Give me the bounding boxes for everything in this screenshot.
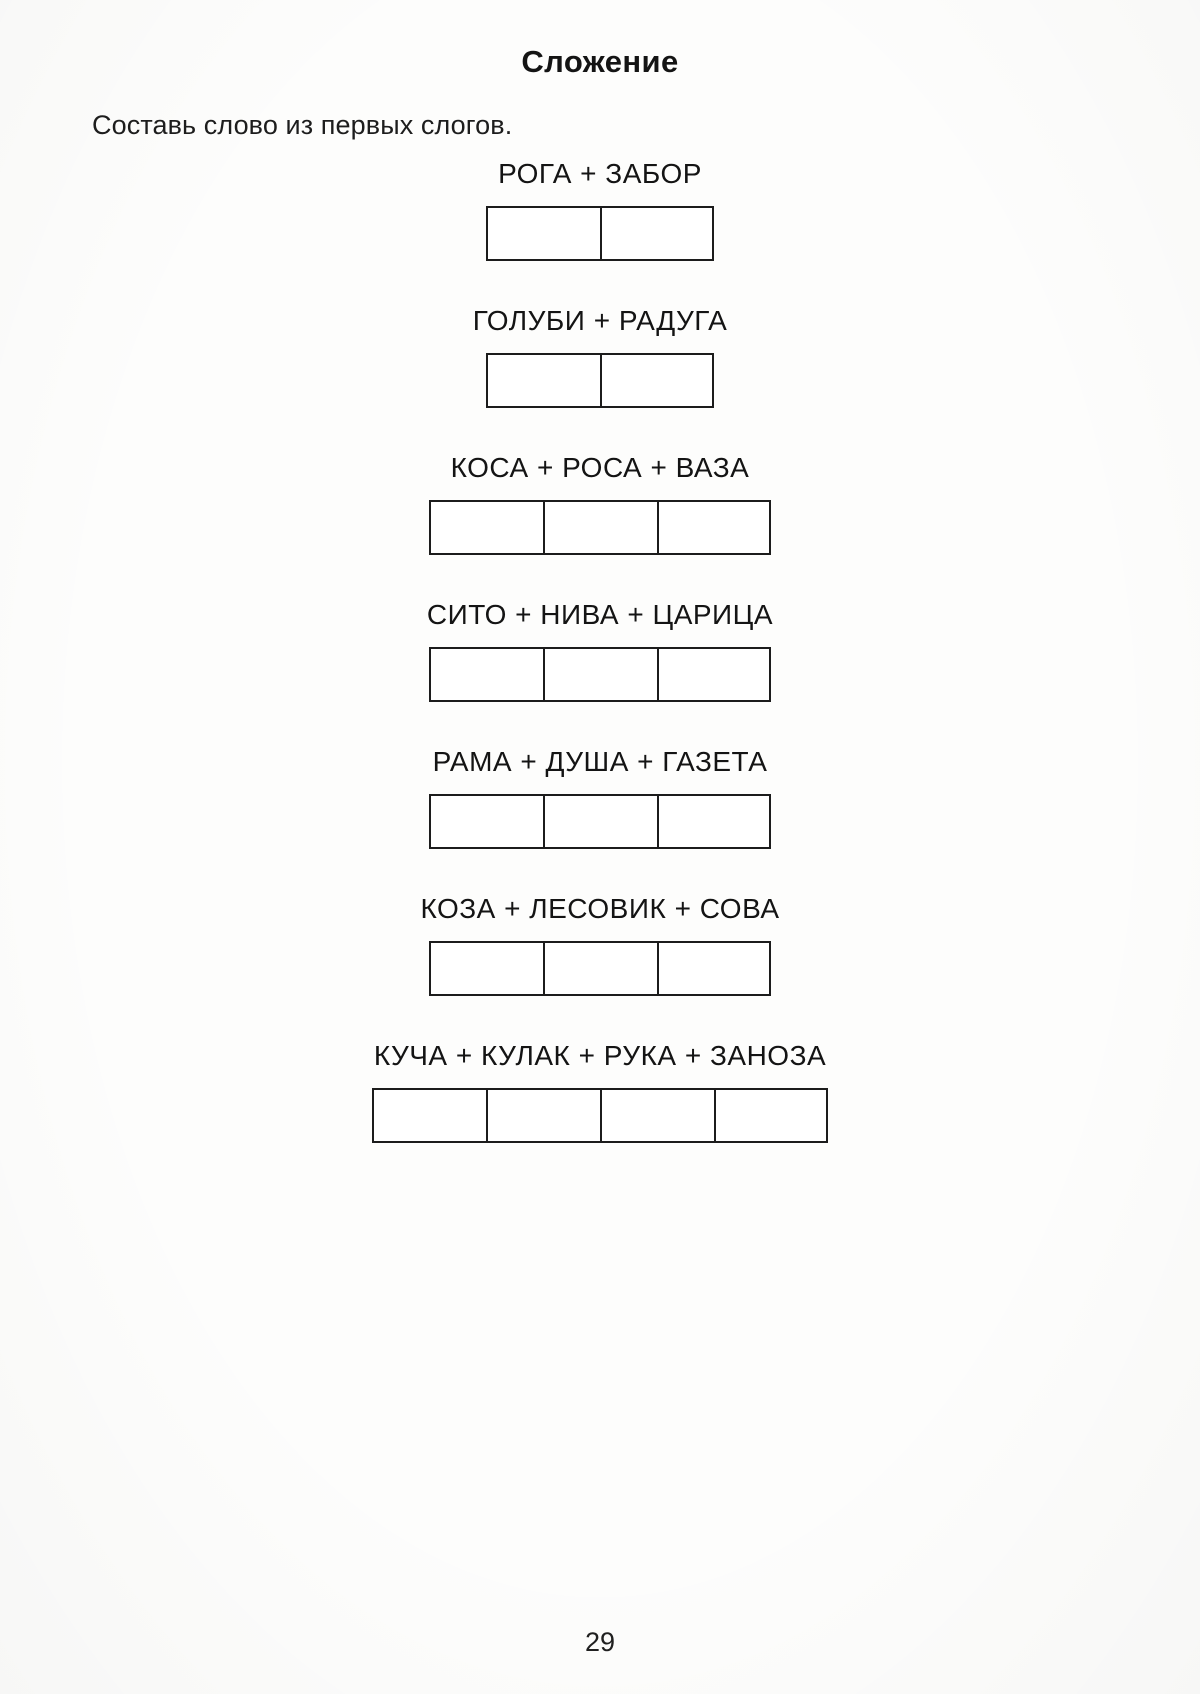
row-spacer <box>0 702 1200 748</box>
exercise-expression: СИТО + НИВА + ЦАРИЦА <box>426 599 774 630</box>
answer-box[interactable] <box>657 941 771 996</box>
exercise-expression: КОЗА + ЛЕСОВИК + СОВА <box>420 893 780 924</box>
answer-box-group <box>0 941 1200 996</box>
exercise-list: РОГА + ЗАБОР ГОЛУБИ + РАДУГА КОСА + РОСА +… <box>0 160 1200 1143</box>
answer-box[interactable] <box>600 1088 714 1143</box>
row-spacer <box>0 996 1200 1042</box>
exercise-row: РОГА + ЗАБОР <box>0 160 1200 261</box>
answer-box[interactable] <box>429 794 543 849</box>
answer-box-group <box>0 353 1200 408</box>
page-number: 29 <box>584 1627 616 1657</box>
answer-box[interactable] <box>600 206 714 261</box>
answer-box[interactable] <box>657 647 771 702</box>
answer-box[interactable] <box>486 206 600 261</box>
exercise-row: КУЧА + КУЛАК + РУКА + ЗАНОЗА <box>0 1042 1200 1143</box>
answer-box[interactable] <box>429 500 543 555</box>
exercise-row: КОСА + РОСА + ВАЗА <box>0 454 1200 555</box>
exercise-expression: РОГА + ЗАБОР <box>498 158 702 189</box>
exercise-expression: РАМА + ДУША + ГАЗЕТА <box>432 746 768 777</box>
answer-box[interactable] <box>543 794 657 849</box>
answer-box-group <box>0 500 1200 555</box>
answer-box[interactable] <box>600 353 714 408</box>
row-spacer <box>0 261 1200 307</box>
row-spacer <box>0 849 1200 895</box>
answer-box-group <box>0 647 1200 702</box>
answer-box[interactable] <box>429 941 543 996</box>
answer-box[interactable] <box>543 500 657 555</box>
exercise-row: ГОЛУБИ + РАДУГА <box>0 307 1200 408</box>
row-spacer <box>0 555 1200 601</box>
answer-box[interactable] <box>429 647 543 702</box>
answer-box[interactable] <box>714 1088 828 1143</box>
answer-box[interactable] <box>486 353 600 408</box>
answer-box[interactable] <box>543 941 657 996</box>
answer-box[interactable] <box>486 1088 600 1143</box>
page-title: Сложение <box>521 44 679 79</box>
answer-box-group <box>0 1088 1200 1143</box>
row-spacer <box>0 408 1200 454</box>
exercise-expression: ГОЛУБИ + РАДУГА <box>472 305 728 336</box>
exercise-row: КОЗА + ЛЕСОВИК + СОВА <box>0 895 1200 996</box>
exercise-expression: КУЧА + КУЛАК + РУКА + ЗАНОЗА <box>373 1040 827 1071</box>
answer-box-group <box>0 206 1200 261</box>
answer-box-group <box>0 794 1200 849</box>
instruction-text: Составь слово из первых слогов. <box>92 110 513 140</box>
exercise-expression: КОСА + РОСА + ВАЗА <box>450 452 750 483</box>
exercise-row: РАМА + ДУША + ГАЗЕТА <box>0 748 1200 849</box>
answer-box[interactable] <box>372 1088 486 1143</box>
answer-box[interactable] <box>657 794 771 849</box>
exercise-row: СИТО + НИВА + ЦАРИЦА <box>0 601 1200 702</box>
answer-box[interactable] <box>657 500 771 555</box>
answer-box[interactable] <box>543 647 657 702</box>
